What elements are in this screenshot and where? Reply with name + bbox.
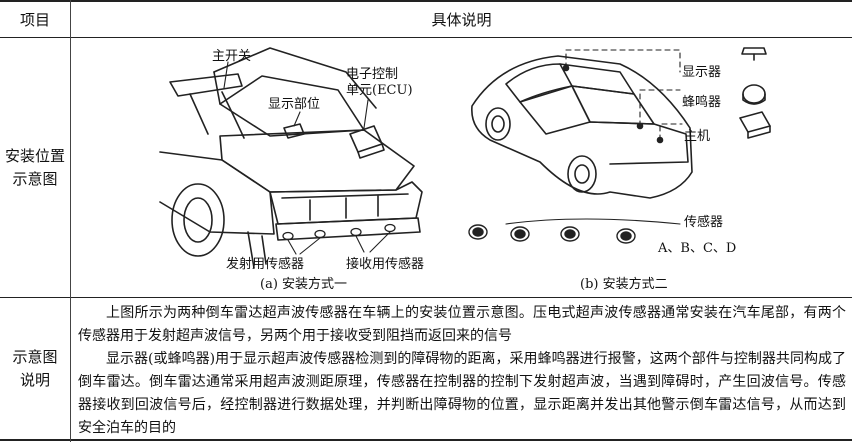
buzzer-device xyxy=(742,84,766,104)
description-text: 上图所示为两种倒车雷达超声波传感器在车辆上的安装位置示意图。压电式超声波传感器通… xyxy=(78,302,846,440)
sensor-c xyxy=(560,226,580,242)
car-outline xyxy=(471,55,693,199)
row-divider xyxy=(0,297,852,298)
description-paragraph: 显示器(或蜂鸣器)用于显示超声波传感器检测到的障碍物的距离，采用蜂鸣器进行报警，… xyxy=(78,351,846,436)
callout-ecu-line2: 单元(ECU) xyxy=(346,83,413,98)
header-item-label: 项目 xyxy=(19,10,50,29)
tail-light-strip xyxy=(281,193,409,199)
callout-transmit-sensor: 发射用传感器 xyxy=(226,256,304,272)
leader-main-switch xyxy=(223,61,229,89)
callout-main-unit: 主机 xyxy=(684,129,710,144)
row-label-explanation: 示意图 说明 xyxy=(0,298,70,439)
sensor-b xyxy=(510,226,530,242)
rear-window xyxy=(571,85,655,125)
rear-window xyxy=(219,75,365,137)
leader-ecu xyxy=(363,99,369,129)
sensor-mount xyxy=(314,229,326,239)
leader-transmit xyxy=(287,237,321,255)
description-paragraph: 上图所示为两种倒车雷达超声波传感器在车辆上的安装位置示意图。压电式超声波传感器通… xyxy=(78,305,846,344)
rear-wheel xyxy=(567,155,597,193)
sensor-d xyxy=(616,228,636,244)
header-detail: 具体说明 xyxy=(71,0,852,38)
row-label-line: 示意图 xyxy=(12,347,58,366)
bumper xyxy=(275,217,421,241)
callout-sensor: 传感器 xyxy=(684,214,723,230)
table-top-rule xyxy=(0,0,852,2)
car-roof xyxy=(213,47,377,109)
sensor-a xyxy=(468,224,488,240)
side-window xyxy=(519,85,591,135)
leader-display xyxy=(565,49,681,73)
trunk-lid xyxy=(219,129,415,193)
rear-wheel xyxy=(171,183,225,257)
sensor-mount xyxy=(282,231,294,241)
leader-receive xyxy=(355,231,391,253)
callout-ecu-line1: 电子控制 xyxy=(346,67,398,82)
header-detail-label: 具体说明 xyxy=(431,10,492,29)
row-label-installation: 安装位置 示意图 xyxy=(0,38,70,297)
callout-receive-sensor: 接收用传感器 xyxy=(346,256,424,272)
callout-display-part: 显示部位 xyxy=(268,97,320,112)
spoiler-strut xyxy=(189,93,209,135)
sensor-mount xyxy=(350,227,362,237)
leader-main-unit xyxy=(659,123,683,141)
figure-b-car-diagram: 显示器 蜂鸣器 主机 传感器 A、B、C、D (b) 安装方式二 xyxy=(468,47,771,292)
header-item: 项目 xyxy=(0,0,70,38)
row-label-line: 说明 xyxy=(19,370,50,389)
sensor-mount xyxy=(384,223,396,233)
callout-buzzer: 蜂鸣器 xyxy=(682,94,721,110)
trunk xyxy=(589,121,689,165)
c-pillar xyxy=(213,71,221,105)
row-label-line: 示意图 xyxy=(12,169,58,188)
car-side xyxy=(159,151,275,235)
callout-sensor-ids: A、B、C、D xyxy=(657,241,736,256)
rear-spoiler xyxy=(169,73,243,97)
table-bottom-rule xyxy=(0,439,852,441)
main-switch-wire xyxy=(221,91,245,139)
display-device xyxy=(741,47,767,55)
figure-a-rear-car-diagram: 主开关 显示部位 电子控制 单元(ECU) 发射用传感器 接收用传感器 (a) … xyxy=(159,47,424,292)
callout-main-switch: 主开关 xyxy=(212,49,251,64)
header-rule xyxy=(0,37,852,38)
leader-sensor xyxy=(505,218,681,225)
caption-figure-a: (a) 安装方式一 xyxy=(260,276,347,292)
front-wheel xyxy=(485,107,511,141)
leader-display xyxy=(293,111,301,127)
leader-buzzer xyxy=(639,89,681,127)
caption-figure-b: (b) 安装方式二 xyxy=(580,276,668,292)
main-unit-device xyxy=(739,111,771,133)
callout-display: 显示器 xyxy=(682,65,721,80)
row-label-line: 安装位置 xyxy=(4,146,65,165)
column-divider xyxy=(70,0,71,442)
